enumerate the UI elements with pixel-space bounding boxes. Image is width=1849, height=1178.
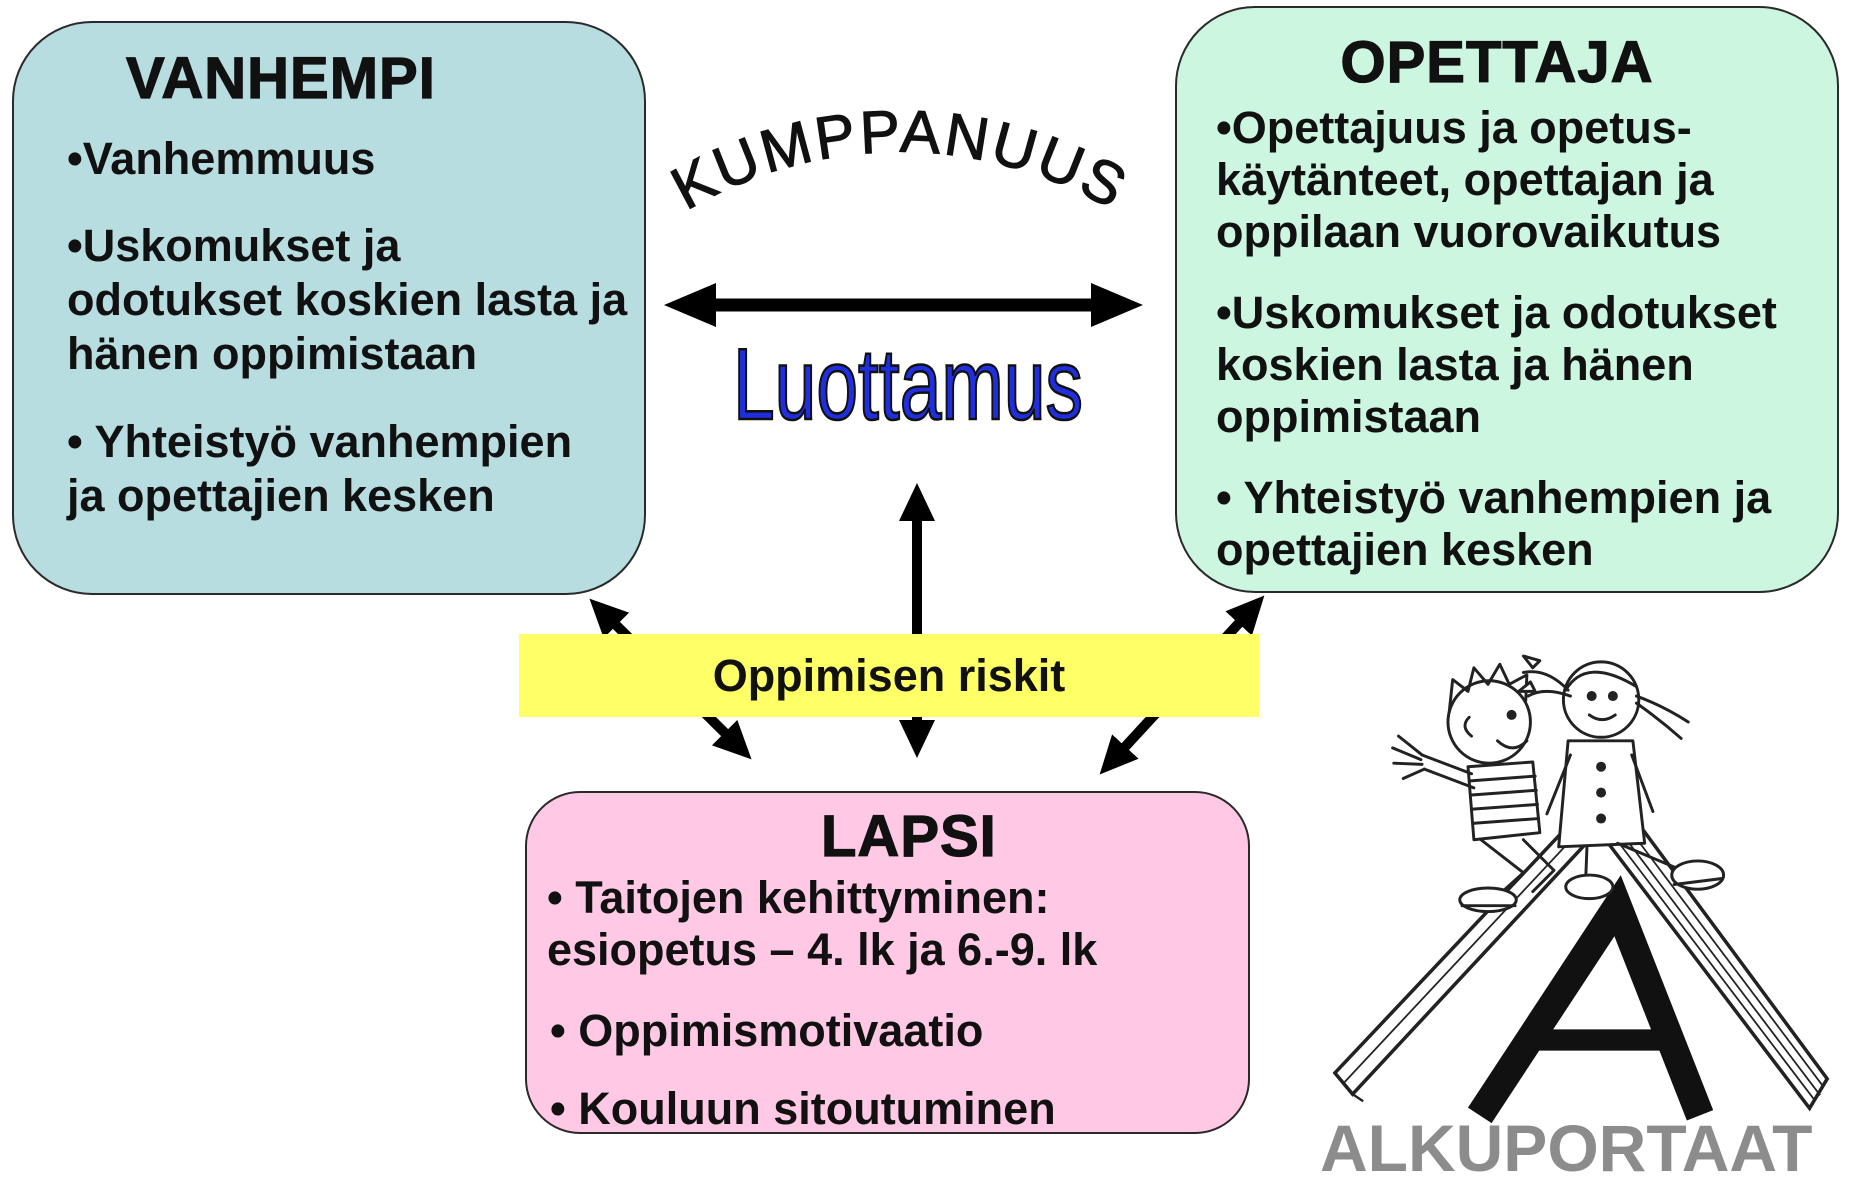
logo-wordmark: ALKUPORTAAT <box>1320 1111 1813 1178</box>
children-on-slide-icon <box>1332 654 1830 1124</box>
boy-figure-icon <box>1391 662 1556 914</box>
item-line: oppilaan vuorovaikutus <box>1216 206 1722 257</box>
letter-a-icon <box>1467 875 1714 1124</box>
item-line: • Oppimismotivaatio <box>550 1005 984 1056</box>
item-line: • Yhteistyö vanhempien ja <box>1216 472 1772 523</box>
teacher-item-cooperation: • Yhteistyö vanhempien ja opettajien kes… <box>1216 472 1771 576</box>
child-item-engagement: • Kouluun sitoutuminen <box>550 1083 1056 1135</box>
slide-board <box>1332 817 1595 1103</box>
teacher-item-beliefs: •Uskomukset ja odotukset koskien lasta j… <box>1216 287 1777 443</box>
learning-risks-label: Oppimisen riskit <box>712 650 1066 701</box>
child-box: LAPSI • Taitojen kehittyminen: esiopetus… <box>525 791 1250 1134</box>
teacher-box: OPETTAJA •Opettajuus ja opetus- käytänte… <box>1175 6 1839 593</box>
item-line: koskien lasta ja hänen <box>1216 339 1694 390</box>
parent-item-beliefs: •Uskomukset ja odotukset koskien lasta j… <box>67 219 627 381</box>
teacher-box-title: OPETTAJA <box>1340 30 1654 95</box>
item-line: •Opettajuus ja opetus- <box>1216 102 1692 153</box>
parent-box-title: VANHEMPI <box>125 46 436 111</box>
girl-figure-icon <box>1517 654 1726 901</box>
item-line: • Taitojen kehittyminen: <box>547 872 1050 923</box>
partnership-label: KUMPPANUUS <box>660 97 1137 223</box>
partnership-label-wrapper: KUMPPANUUS <box>661 98 1140 223</box>
child-item-motivation: • Oppimismotivaatio <box>550 1005 983 1057</box>
item-line: • Yhteistyö vanhempien <box>67 416 573 467</box>
item-line: ja opettajien kesken <box>67 470 495 521</box>
learning-risks-bar: Oppimisen riskit <box>519 634 1259 717</box>
parent-item-parenthood: •Vanhemmuus <box>67 132 375 186</box>
child-box-title: LAPSI <box>820 804 997 869</box>
item-line: •Uskomukset ja odotukset <box>1216 287 1777 338</box>
item-line: odotukset koskien lasta ja <box>67 274 628 325</box>
item-line: esiopetus – 4. lk ja 6.-9. lk <box>547 924 1098 975</box>
item-line: •Vanhemmuus <box>67 133 376 184</box>
parent-box: VANHEMPI •Vanhemmuus •Uskomukset ja odot… <box>12 21 646 595</box>
item-line: • Kouluun sitoutuminen <box>550 1083 1056 1134</box>
item-line: käytänteet, opettajan ja <box>1216 154 1714 205</box>
item-line: •Uskomukset ja <box>67 220 401 271</box>
item-line: opettajien kesken <box>1216 524 1594 575</box>
teacher-item-teaching: •Opettajuus ja opetus- käytänteet, opett… <box>1216 102 1721 258</box>
item-line: hänen oppimistaan <box>67 328 478 379</box>
child-item-skills: • Taitojen kehittyminen: esiopetus – 4. … <box>547 872 1097 976</box>
trust-label: Luottamus <box>733 328 1083 441</box>
item-line: oppimistaan <box>1216 391 1482 442</box>
parent-item-cooperation: • Yhteistyö vanhempien ja opettajien kes… <box>67 415 572 523</box>
